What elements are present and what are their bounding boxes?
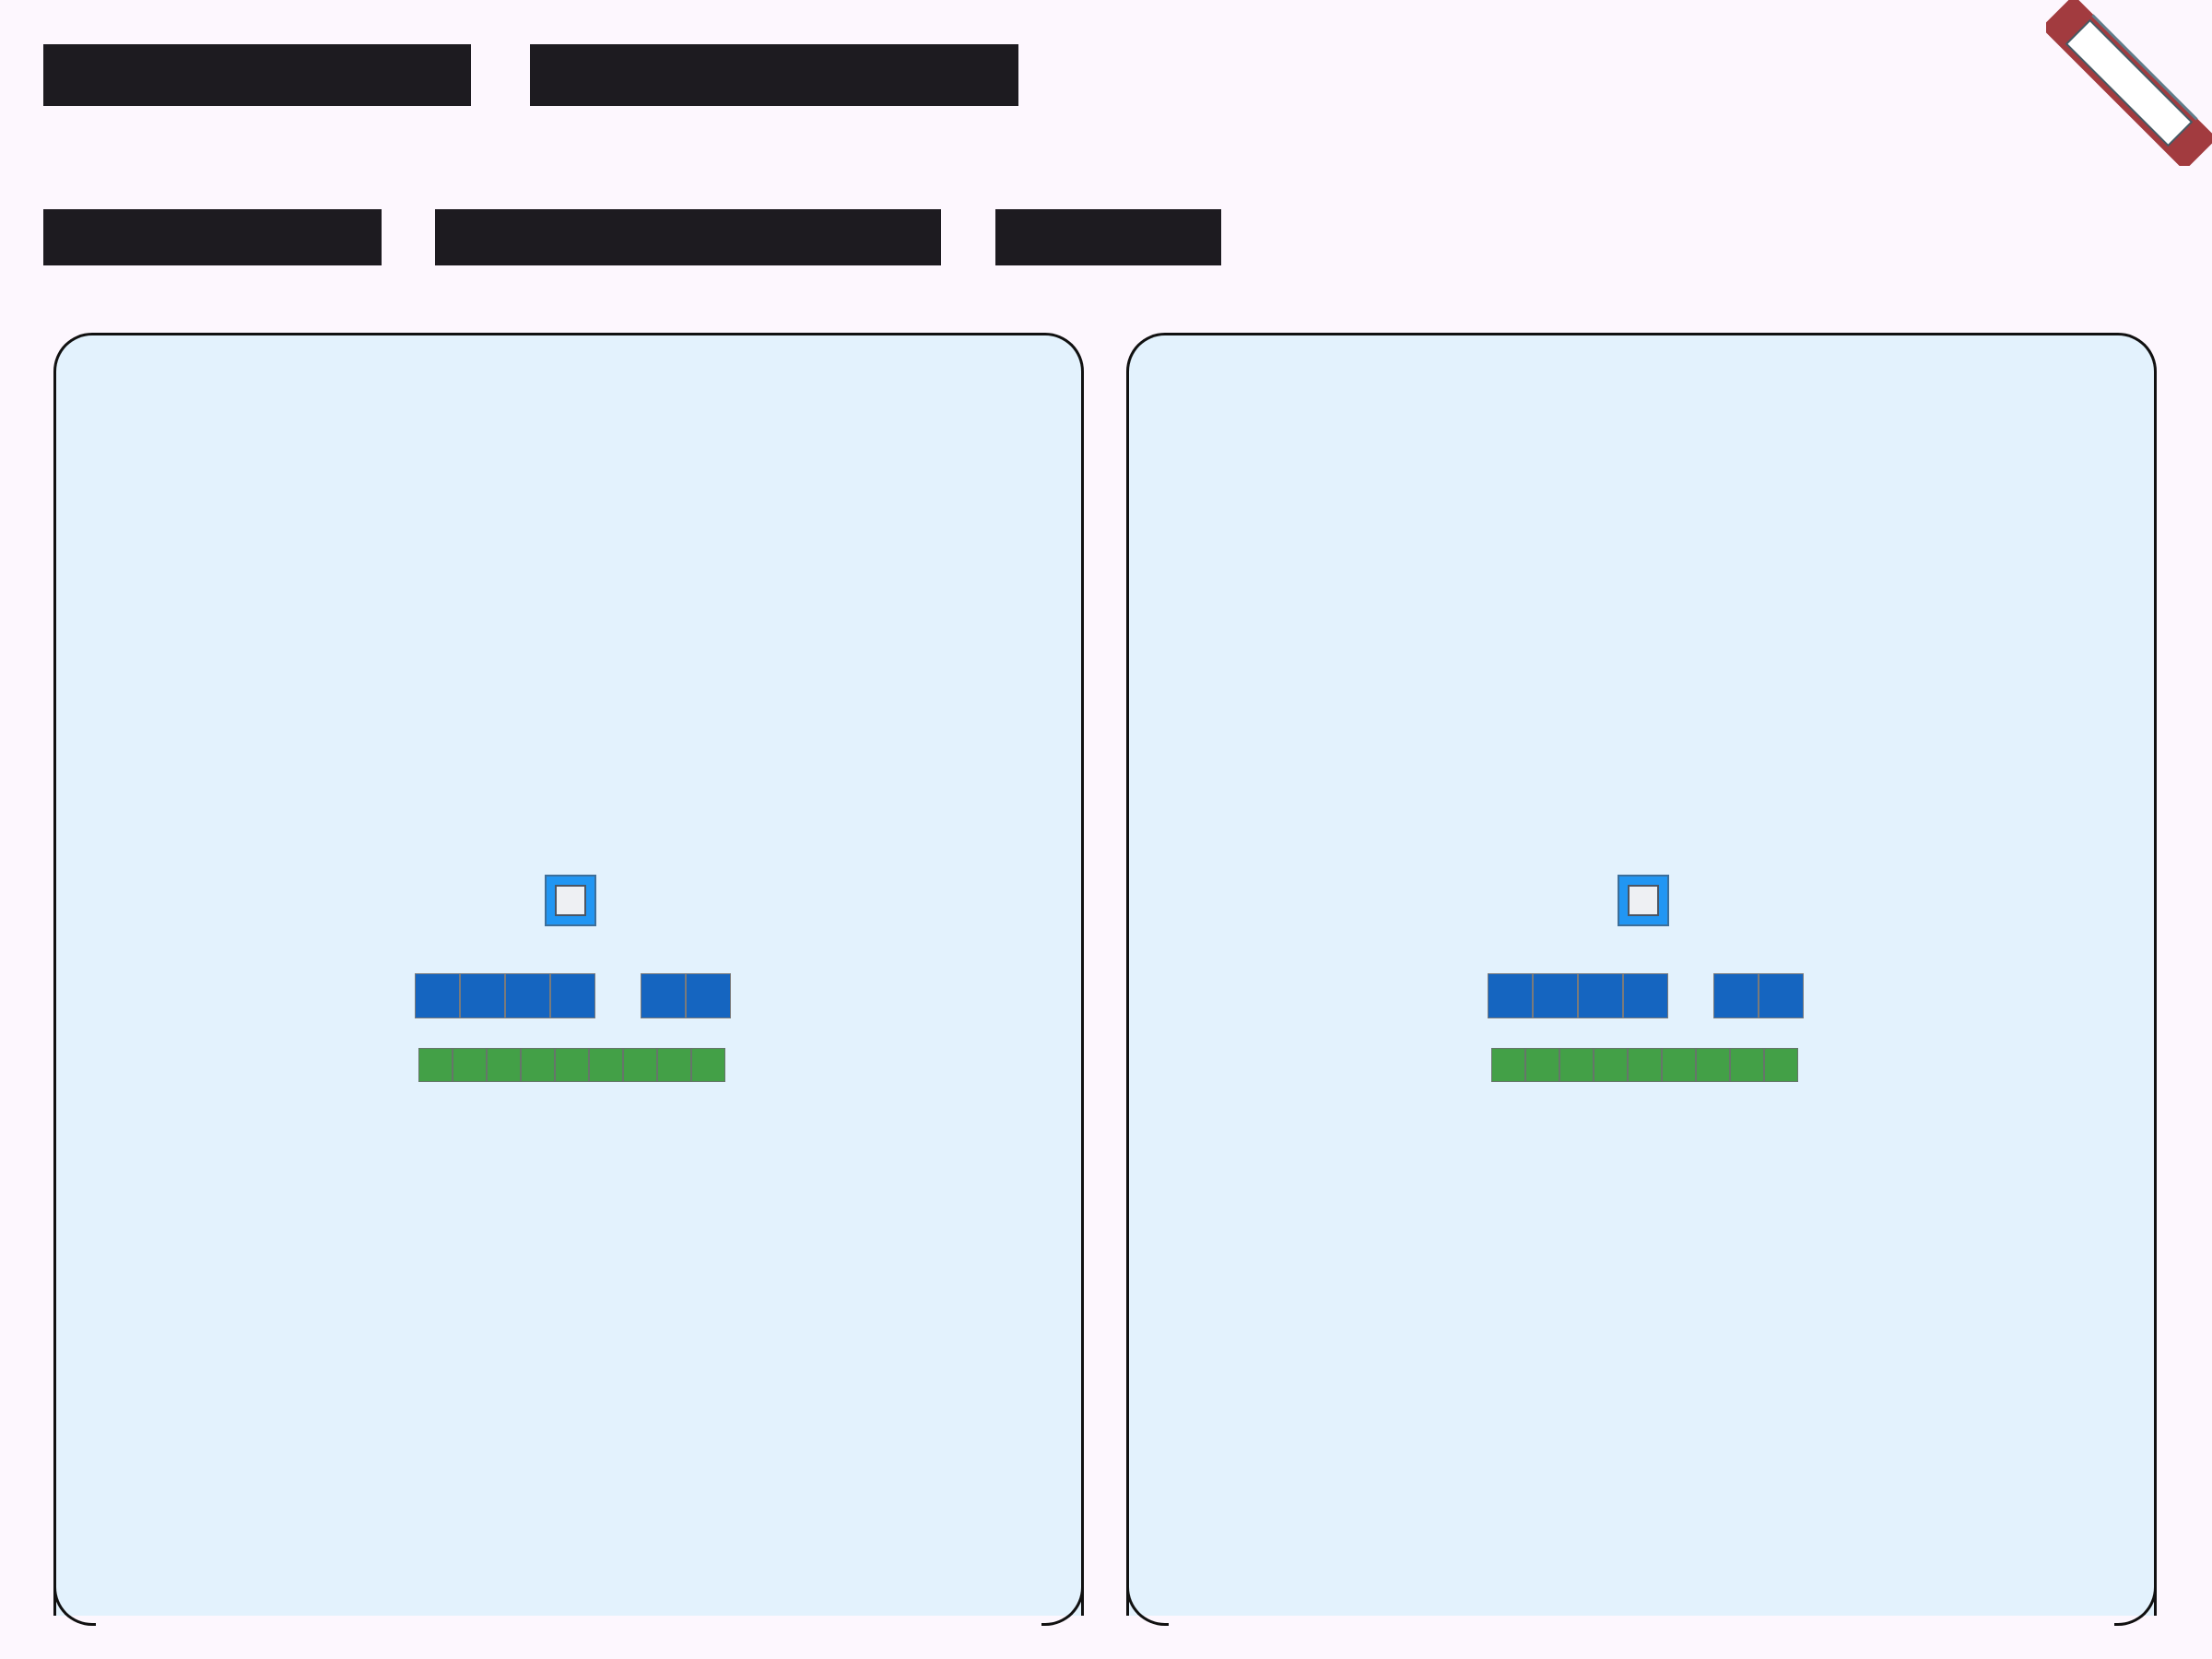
redacted-subtitle-part-2 xyxy=(435,209,941,265)
green-cell xyxy=(1764,1048,1798,1082)
panel-bottom-mask xyxy=(51,1616,1087,1659)
green-cell xyxy=(1559,1048,1594,1082)
left-panel xyxy=(51,333,1087,1659)
redacted-title-part-1 xyxy=(43,44,471,106)
single-cell-inner xyxy=(1628,885,1659,916)
green-cell xyxy=(623,1048,657,1082)
right-panel xyxy=(1124,333,2159,1659)
green-cell xyxy=(521,1048,555,1082)
blue-cell xyxy=(550,973,595,1018)
green-cell xyxy=(1730,1048,1764,1082)
green-cell xyxy=(1662,1048,1696,1082)
green-cell xyxy=(1491,1048,1525,1082)
green-cell xyxy=(487,1048,521,1082)
redacted-title-part-2 xyxy=(530,44,1018,106)
blue-cell xyxy=(1623,973,1668,1018)
green-cell xyxy=(418,1048,453,1082)
blue-cell xyxy=(1533,973,1578,1018)
blue-cell xyxy=(505,973,550,1018)
green-cell xyxy=(1628,1048,1662,1082)
panel-bottom-mask xyxy=(1124,1616,2159,1659)
blue-group-4 xyxy=(1488,973,1668,1018)
blue-cell xyxy=(1713,973,1759,1018)
green-cell xyxy=(1696,1048,1730,1082)
blue-cell xyxy=(460,973,505,1018)
blue-cell xyxy=(1759,973,1804,1018)
blue-group-2 xyxy=(1713,973,1804,1018)
blue-cell xyxy=(686,973,731,1018)
pencil-icon[interactable] xyxy=(2046,0,2212,166)
redacted-subtitle-part-3 xyxy=(995,209,1221,265)
green-cell xyxy=(1594,1048,1628,1082)
blue-cell xyxy=(415,973,460,1018)
green-cell xyxy=(589,1048,623,1082)
green-row xyxy=(418,1048,725,1082)
green-cell xyxy=(657,1048,691,1082)
redacted-subtitle-part-1 xyxy=(43,209,382,265)
blue-group-2 xyxy=(641,973,731,1018)
green-cell xyxy=(1525,1048,1559,1082)
blue-cell xyxy=(641,973,686,1018)
green-cell xyxy=(555,1048,589,1082)
green-row xyxy=(1491,1048,1798,1082)
green-cell xyxy=(691,1048,725,1082)
single-cell xyxy=(1618,875,1669,926)
single-cell-inner xyxy=(555,885,586,916)
blue-cell xyxy=(1488,973,1533,1018)
single-cell xyxy=(545,875,596,926)
blue-group-4 xyxy=(415,973,595,1018)
green-cell xyxy=(453,1048,487,1082)
blue-cell xyxy=(1578,973,1623,1018)
